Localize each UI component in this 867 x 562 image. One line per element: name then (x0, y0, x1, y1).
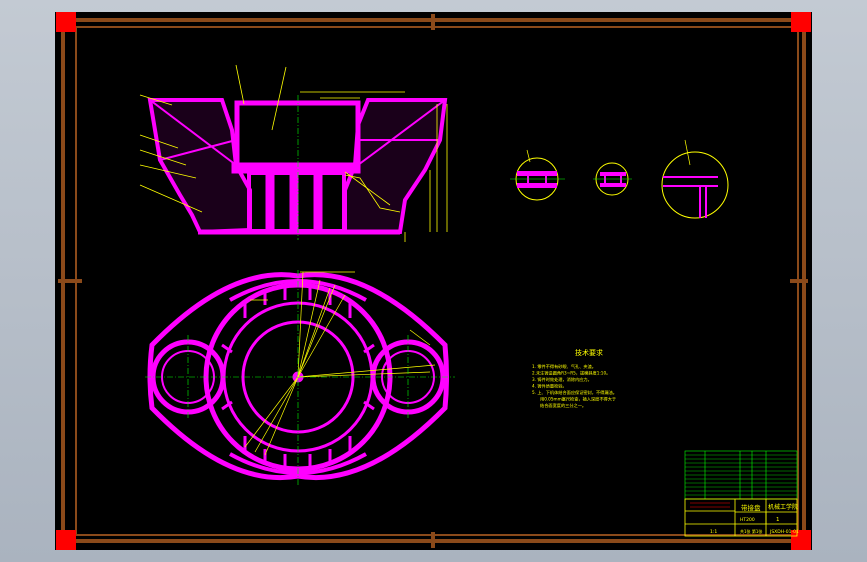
title-block: 带接盘 机械工学院 1 HT200 JSXDH-01-01 共1张 第1张 1:… (684, 450, 799, 537)
note-line: 结合面宽度的三分之一。 (540, 402, 586, 409)
title-block-scale: 1:1 (710, 529, 717, 535)
title-block-drawing-no: JSXDH-01-01 (769, 529, 799, 535)
title-block-part-name: 带接盘 (741, 503, 761, 512)
front-section-view (147, 98, 448, 235)
note-line: 5. 上、下机体结合面应保证密封，不得漏油。 (532, 389, 617, 396)
corner-markers (56, 12, 811, 550)
title-block-quantity: 1 (776, 517, 780, 523)
top-view-centerlines (145, 270, 455, 485)
title-block-school: 机械工学院 (768, 503, 798, 511)
title-block-sheet: 共1张 第1张 (740, 528, 762, 534)
top-view-ribs (221, 286, 375, 468)
note-line: 4. 铸件质量检验。 (532, 383, 567, 390)
note-line: 1. 零件不得有砂眼、气孔、夹渣。 (532, 363, 596, 370)
note-line: 2.未注铸造圆角R3~R5，拔模斜度1:10。 (532, 370, 610, 377)
detail-view-3 (661, 139, 729, 219)
title-block-material: HT200 (740, 517, 755, 523)
drawing-frame (58, 14, 808, 548)
front-view-dimensions (139, 64, 448, 242)
technical-notes: 技术要求 1. 零件不得有砂眼、气孔、夹渣。2.未注铸造圆角R3~R5，拔模斜度… (532, 348, 617, 409)
detail-view-1 (510, 149, 565, 201)
note-line: 3. 铸件时效处理，消除内应力。 (532, 376, 592, 383)
drawing-sheet (55, 12, 812, 550)
detail-view-2 (593, 162, 632, 196)
note-line: 用0.05mm塞尺检查，插入深度不得大于 (540, 396, 616, 403)
notes-title: 技术要求 (575, 348, 603, 357)
